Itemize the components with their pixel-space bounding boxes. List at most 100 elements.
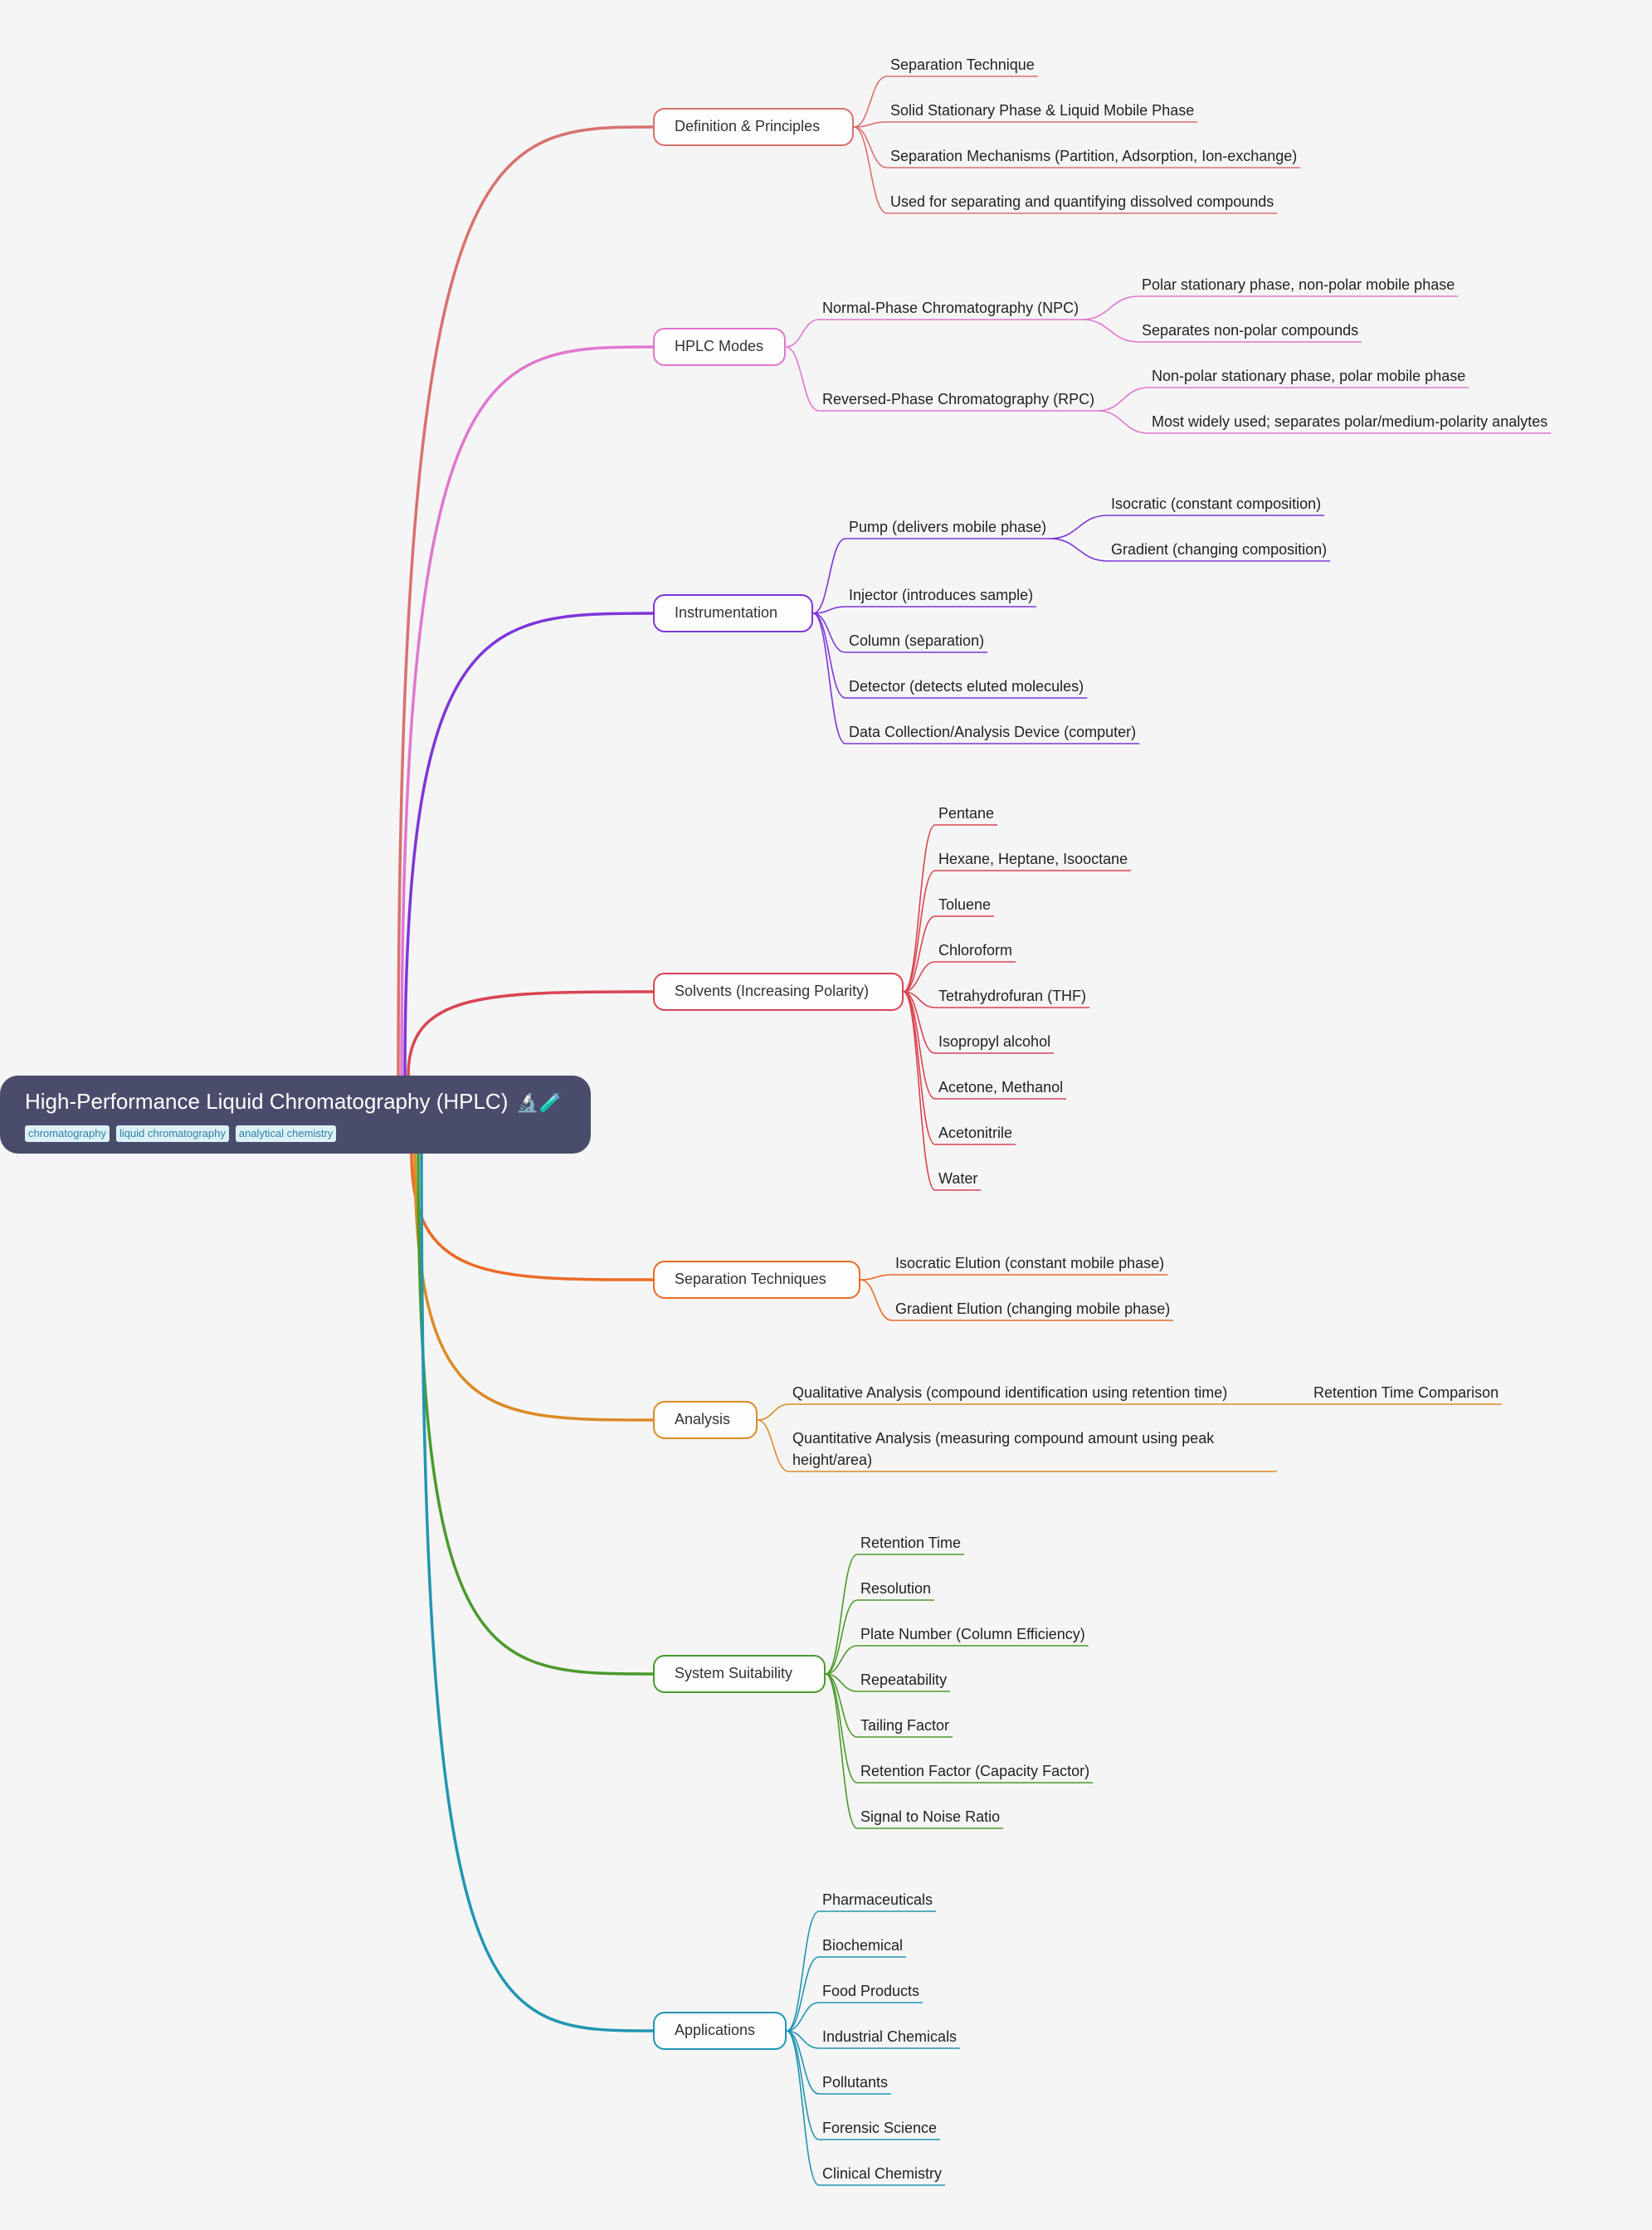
connector-modes-0-link-0	[1082, 295, 1139, 320]
leaf-forensic-science[interactable]: Forensic Science	[822, 2120, 938, 2136]
leaf-retention-time-comparison[interactable]: Retention Time Comparison	[1313, 1384, 1499, 1401]
leaf-column[interactable]: Column (separation)	[849, 632, 985, 649]
leaf-pump-gradient[interactable]: Gradient (changing composition)	[1111, 541, 1328, 558]
branch-hplc-modes[interactable]: HPLC Modes	[653, 328, 786, 366]
leaf-hexane[interactable]: Hexane, Heptane, Isooctane	[938, 851, 1128, 867]
leaf-plate-number[interactable]: Plate Number (Column Efficiency)	[860, 1626, 1085, 1642]
connector-solv-link-0	[903, 824, 936, 993]
connector-branch-def	[397, 125, 654, 1076]
leaf-normal-phase[interactable]: Normal-Phase Chromatography (NPC)	[822, 300, 1079, 316]
leaf-retention-time[interactable]: Retention Time	[860, 1535, 962, 1551]
leaf-separation-technique[interactable]: Separation Technique	[890, 56, 1035, 73]
tag-liquid-chromatography[interactable]: liquid chromatography	[115, 1125, 229, 1142]
connector-apps-link-1	[786, 1956, 820, 2032]
connector-def-link-2	[853, 126, 888, 168]
leaf-signal-to-noise[interactable]: Signal to Noise Ratio	[860, 1808, 1001, 1825]
leaf-industrial-chemicals[interactable]: Industrial Chemicals	[822, 2028, 958, 2045]
leaf-quantitative-analysis[interactable]: Quantitative Analysis (measuring compoun…	[792, 1430, 1215, 1468]
connector-branch-sep	[410, 1153, 654, 1281]
leaf-reversed-phase[interactable]: Reversed-Phase Chromatography (RPC)	[822, 391, 1095, 407]
leaf-acetone-methanol[interactable]: Acetone, Methanol	[938, 1079, 1064, 1095]
leaf-rpc-nonpolar-stationary[interactable]: Non-polar stationary phase, polar mobile…	[1152, 368, 1466, 384]
connector-suit-link-1	[825, 1599, 858, 1675]
leaf-clinical-chemistry[interactable]: Clinical Chemistry	[822, 2165, 943, 2182]
connector-anal-link-0	[757, 1403, 790, 1421]
branch-solvents[interactable]: Solvents (Increasing Polarity)	[653, 973, 904, 1011]
connector-suit-link-4	[825, 1673, 858, 1738]
leaf-toluene[interactable]: Toluene	[938, 896, 992, 913]
connector-solv-link-1	[903, 870, 936, 993]
connector-modes-1-link-0	[1098, 387, 1149, 412]
leaf-pentane[interactable]: Pentane	[938, 805, 995, 822]
connector-modes-0-link-1	[1082, 319, 1139, 343]
connector-anal-link-1	[757, 1419, 790, 1472]
connector-branch-modes	[400, 345, 654, 1076]
leaf-biochemical[interactable]: Biochemical	[822, 1937, 904, 1954]
branch-analysis[interactable]: Analysis	[653, 1401, 758, 1439]
connector-sep-link-1	[860, 1279, 893, 1321]
leaf-retention-factor[interactable]: Retention Factor (Capacity Factor)	[860, 1763, 1090, 1779]
connector-suit-link-0	[825, 1554, 858, 1675]
connector-apps-link-2	[786, 2002, 820, 2032]
connector-instr-link-4	[812, 612, 846, 744]
leaf-rpc-most-widely-used[interactable]: Most widely used; separates polar/medium…	[1152, 413, 1548, 430]
connector-def-link-3	[853, 126, 888, 214]
leaf-separating-quantifying[interactable]: Used for separating and quantifying diss…	[890, 193, 1274, 210]
microscope-test-tube-icon: 🔬🧪	[516, 1092, 563, 1113]
connector-apps-link-4	[786, 2030, 820, 2095]
connector-suit-link-2	[825, 1645, 858, 1675]
leaf-acetonitrile[interactable]: Acetonitrile	[938, 1125, 1013, 1141]
leaf-data-collection[interactable]: Data Collection/Analysis Device (compute…	[849, 724, 1137, 740]
leaf-thf[interactable]: Tetrahydrofuran (THF)	[938, 988, 1087, 1004]
connector-branch-solv	[407, 990, 654, 1076]
branch-instrumentation[interactable]: Instrumentation	[653, 594, 813, 632]
leaf-detector[interactable]: Detector (detects eluted molecules)	[849, 678, 1084, 695]
connector-branch-anal	[413, 1153, 654, 1422]
root-title-text: High-Performance Liquid Chromatography (…	[25, 1089, 509, 1114]
root-tags: chromatography liquid chromatography ana…	[25, 1125, 591, 1142]
leaf-isocratic-elution[interactable]: Isocratic Elution (constant mobile phase…	[895, 1255, 1165, 1271]
connector-solv-link-5	[903, 991, 936, 1054]
connector-instr-link-2	[812, 612, 846, 653]
branch-definition-principles[interactable]: Definition & Principles	[653, 108, 854, 146]
connector-instr-0-link-0	[1050, 515, 1109, 539]
leaf-pollutants[interactable]: Pollutants	[822, 2074, 889, 2091]
leaf-resolution[interactable]: Resolution	[860, 1580, 932, 1597]
leaf-food-products[interactable]: Food Products	[822, 1983, 920, 1999]
leaf-separation-mechanisms[interactable]: Separation Mechanisms (Partition, Adsorp…	[890, 148, 1298, 164]
branch-applications[interactable]: Applications	[653, 2012, 787, 2050]
branch-separation-techniques[interactable]: Separation Techniques	[653, 1261, 860, 1299]
leaf-npc-nonpolar-compounds[interactable]: Separates non-polar compounds	[1142, 322, 1359, 339]
connector-solv-link-3	[903, 961, 936, 993]
connector-instr-0-link-1	[1050, 538, 1109, 562]
branch-system-suitability[interactable]: System Suitability	[653, 1655, 826, 1693]
leaf-pump[interactable]: Pump (delivers mobile phase)	[849, 519, 1047, 535]
leaf-solid-stationary-liquid-mobile[interactable]: Solid Stationary Phase & Liquid Mobile P…	[890, 102, 1195, 119]
connector-def-link-0	[853, 76, 888, 128]
leaf-qualitative-analysis[interactable]: Qualitative Analysis (compound identific…	[792, 1384, 1228, 1401]
leaf-npc-polar-stationary[interactable]: Polar stationary phase, non-polar mobile…	[1142, 276, 1455, 293]
connector-def-link-1	[853, 121, 888, 128]
leaf-isopropyl[interactable]: Isopropyl alcohol	[938, 1033, 1051, 1050]
root-node[interactable]: High-Performance Liquid Chromatography (…	[0, 1076, 591, 1154]
connector-solv-link-2	[903, 915, 936, 993]
connector-sep-link-0	[860, 1274, 893, 1281]
connector-instr-link-1	[812, 606, 846, 614]
leaf-injector[interactable]: Injector (introduces sample)	[849, 587, 1034, 603]
leaf-pharmaceuticals[interactable]: Pharmaceuticals	[822, 1891, 933, 1908]
leaf-gradient-elution[interactable]: Gradient Elution (changing mobile phase)	[895, 1300, 1171, 1317]
tag-analytical-chemistry[interactable]: analytical chemistry	[235, 1125, 337, 1142]
leaf-water[interactable]: Water	[938, 1170, 978, 1187]
connector-modes-link-0	[785, 319, 820, 348]
leaf-tailing-factor[interactable]: Tailing Factor	[860, 1717, 950, 1734]
leaf-repeatability[interactable]: Repeatability	[860, 1671, 948, 1688]
leaf-chloroform[interactable]: Chloroform	[938, 942, 1013, 959]
connector-modes-1-link-1	[1098, 410, 1149, 434]
connector-modes-link-1	[785, 346, 820, 412]
connector-instr-link-3	[812, 612, 846, 699]
tag-chromatography[interactable]: chromatography	[25, 1125, 110, 1142]
connector-branch-apps	[420, 1153, 654, 2032]
leaf-pump-isocratic[interactable]: Isocratic (constant composition)	[1111, 495, 1322, 512]
